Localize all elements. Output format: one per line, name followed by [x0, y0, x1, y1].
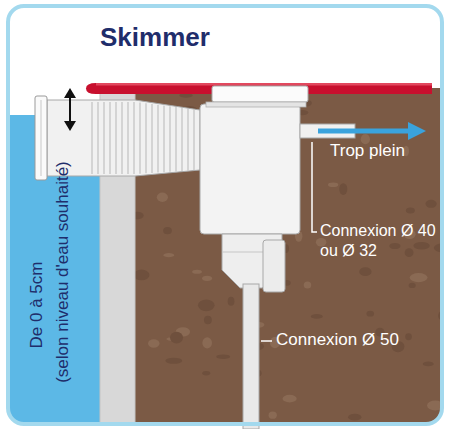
rib: [97, 102, 98, 174]
pebble: [198, 300, 215, 312]
rib: [121, 102, 122, 174]
rib: [193, 109, 194, 170]
rib: [139, 103, 140, 174]
pebble: [348, 414, 361, 421]
rib: [133, 102, 134, 174]
rib: [157, 105, 158, 173]
skimmer-ribs: [92, 102, 194, 174]
pebble: [202, 276, 212, 281]
part-label: Connexion Ø 40 ou Ø 32: [320, 221, 440, 261]
skimmer-faceplate: [35, 96, 47, 180]
pebble: [405, 248, 414, 257]
outlet-40-32: [263, 240, 285, 292]
leader-line: [312, 142, 317, 232]
pebble: [163, 253, 174, 257]
pebble: [423, 362, 434, 367]
diagram-title: Skimmer: [100, 22, 210, 53]
rib: [151, 104, 152, 173]
pebble: [135, 270, 149, 281]
rib: [103, 102, 104, 174]
rib: [145, 103, 146, 173]
part-label: Connexion Ø 50: [276, 330, 399, 350]
skimmer-lid: [212, 86, 308, 102]
rib: [163, 106, 164, 173]
pebble: [304, 281, 311, 288]
pebble: [405, 333, 412, 340]
overflow-arrow-head: [408, 122, 426, 140]
water-level-note: (selon niveau d'eau souhaité): [53, 161, 73, 383]
rib: [169, 106, 170, 172]
pebble: [328, 182, 338, 187]
pebble: [339, 183, 347, 195]
level-arrow-head-bottom: [64, 121, 76, 131]
pebble: [163, 227, 172, 234]
faceplate-edge: [41, 100, 42, 176]
pebble: [366, 311, 374, 317]
skimmer-body: [200, 104, 300, 234]
pebble: [389, 243, 400, 249]
card-border: [8, 6, 442, 424]
pipe-50: [243, 284, 259, 429]
overflow-arrow-shaft: [318, 129, 410, 134]
pebble: [311, 314, 323, 319]
water-level-note: De 0 à 5cm: [27, 262, 47, 349]
rib: [109, 102, 110, 174]
part-label: Trop plein: [330, 141, 405, 161]
rib: [127, 102, 128, 174]
pebble: [202, 371, 210, 375]
pebble: [204, 316, 212, 324]
level-arrow-head-top: [64, 88, 76, 98]
pebble: [410, 273, 428, 282]
pebble: [192, 270, 202, 274]
rib: [91, 102, 92, 174]
lid-collar: [206, 102, 306, 107]
rib: [187, 109, 188, 171]
rib: [115, 102, 116, 174]
pebble: [148, 339, 159, 347]
pebble: [283, 395, 297, 403]
pebble: [406, 207, 415, 213]
rib: [181, 108, 182, 171]
pebble: [228, 297, 235, 306]
pebble: [409, 283, 416, 288]
pebble: [427, 401, 442, 411]
pebble: [165, 358, 182, 364]
coping-highlight: [96, 83, 432, 86]
rib: [175, 107, 176, 171]
leader-line: [261, 340, 272, 342]
pebble: [359, 267, 371, 276]
pebble: [157, 193, 168, 202]
level-arrow-shaft: [69, 97, 71, 122]
pebble: [202, 337, 212, 348]
pebble: [170, 332, 183, 344]
pebble: [216, 354, 230, 359]
pebble: [269, 411, 277, 418]
pebble: [425, 200, 436, 208]
pebble: [413, 242, 429, 250]
pebble: [135, 212, 144, 220]
